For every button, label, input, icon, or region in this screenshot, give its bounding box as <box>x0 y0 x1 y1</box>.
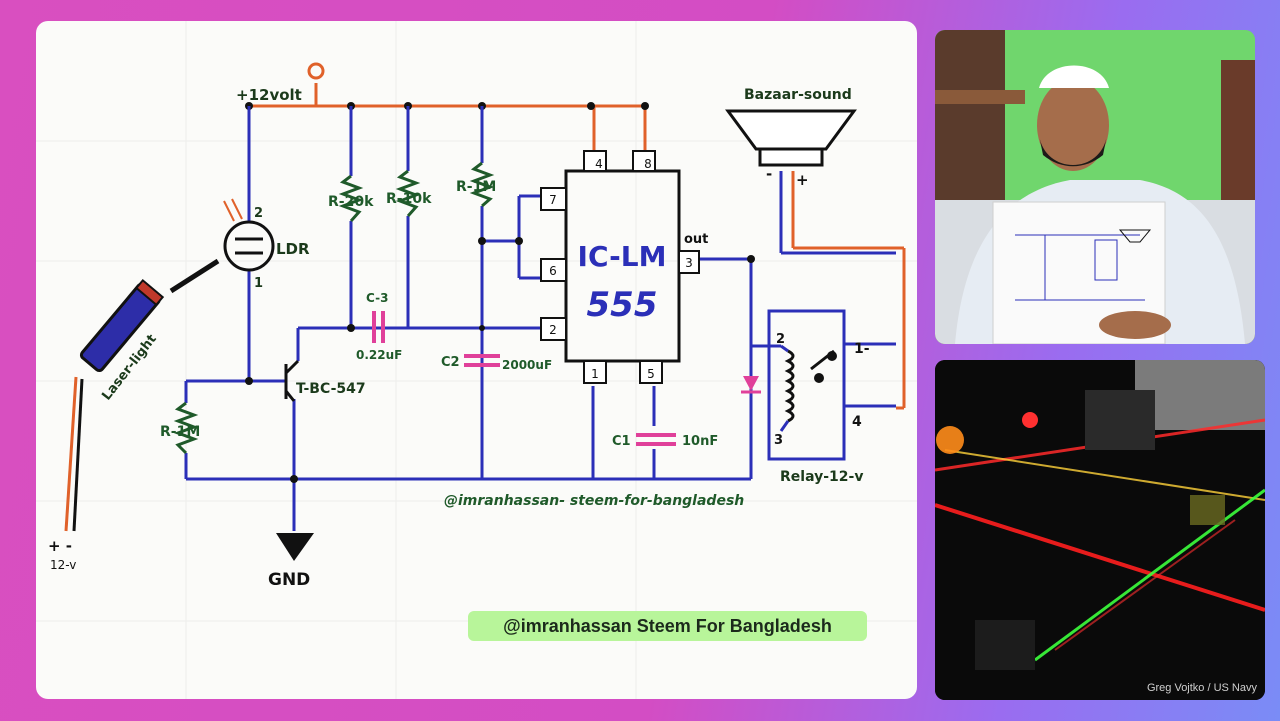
blue-wiring <box>184 106 896 531</box>
ldr-label: LDR <box>276 240 310 258</box>
c2-name: C2 <box>441 355 460 370</box>
ic-pin-2: 2 <box>549 323 557 337</box>
circuit-diagram-panel: +12volt <box>36 21 917 699</box>
speaker-plus: + <box>796 171 809 189</box>
ground-icon <box>276 533 314 561</box>
ic-title-line2: 555 <box>587 285 658 325</box>
speaker-minus: - <box>766 165 772 183</box>
presenter-illustration <box>935 30 1255 344</box>
ic-pin-7: 7 <box>549 193 557 207</box>
c1-value: 10nF <box>682 434 718 449</box>
capacitor-symbols <box>372 311 676 446</box>
resistor-r3-label: R-1M <box>456 179 496 195</box>
relay-pin-1: 1- <box>854 341 870 357</box>
resistor-symbols <box>173 161 495 455</box>
ic-555 <box>540 150 700 384</box>
c2-value: 2000uF <box>502 358 552 372</box>
supply-rail <box>249 83 647 151</box>
author-badge: @imranhassan Steem For Bangladesh <box>468 611 867 641</box>
c3-name: C-3 <box>366 291 388 305</box>
c1-name: C1 <box>612 434 631 449</box>
ic-pin-1: 1 <box>591 367 599 381</box>
wire-junctions <box>245 237 755 483</box>
relay-pin-3: 3 <box>774 433 783 448</box>
relay-pin-2: 2 <box>776 332 785 347</box>
relay-pin-4: 4 <box>852 414 862 430</box>
ic-pin-3: 3 <box>685 256 693 270</box>
relay-symbol <box>741 344 837 432</box>
speaker-label: Bazaar-sound <box>744 87 852 103</box>
laser-supply-volts: 12-v <box>50 558 76 572</box>
resistor-r4-label: R-1M <box>160 424 200 440</box>
ic-out-label: out <box>684 232 708 247</box>
ic-pin-8: 8 <box>644 157 652 171</box>
presenter-photo <box>935 30 1255 344</box>
author-handle: @imranhassan- steem-for-bangladesh <box>444 493 744 509</box>
transistor-label: T-BC-547 <box>296 381 366 397</box>
circuit-diagram: +12volt <box>36 21 917 699</box>
ldr-symbol <box>223 198 275 272</box>
supply-label: +12volt <box>236 86 302 104</box>
speaker-icon <box>725 109 857 167</box>
ldr-pin-top: 2 <box>254 206 263 221</box>
speaker-positive-wire <box>791 171 906 410</box>
ic-pin-5: 5 <box>647 367 655 381</box>
photo-credit: Greg Vojtko / US Navy <box>1146 682 1257 694</box>
ic-title-line1: IC-LM <box>578 240 667 273</box>
transistor-symbol <box>284 359 300 402</box>
resistor-r1-label: R-20k <box>328 194 374 210</box>
laser-illustration <box>935 360 1265 700</box>
laser-icon <box>64 258 220 532</box>
supply-terminal-icon <box>307 62 325 80</box>
ldr-pin-bottom: 1 <box>254 276 263 291</box>
laser-lab-photo: Greg Vojtko / US Navy <box>935 360 1265 700</box>
laser-supply-signs: + - <box>48 537 72 555</box>
gnd-label: GND <box>268 570 310 590</box>
c3-value: 0.22uF <box>356 348 402 362</box>
ic-pin-4: 4 <box>595 157 603 171</box>
resistor-r2-label: R-10k <box>386 191 432 207</box>
relay-label: Relay-12-v <box>780 469 863 485</box>
ic-pin-6: 6 <box>549 264 557 278</box>
